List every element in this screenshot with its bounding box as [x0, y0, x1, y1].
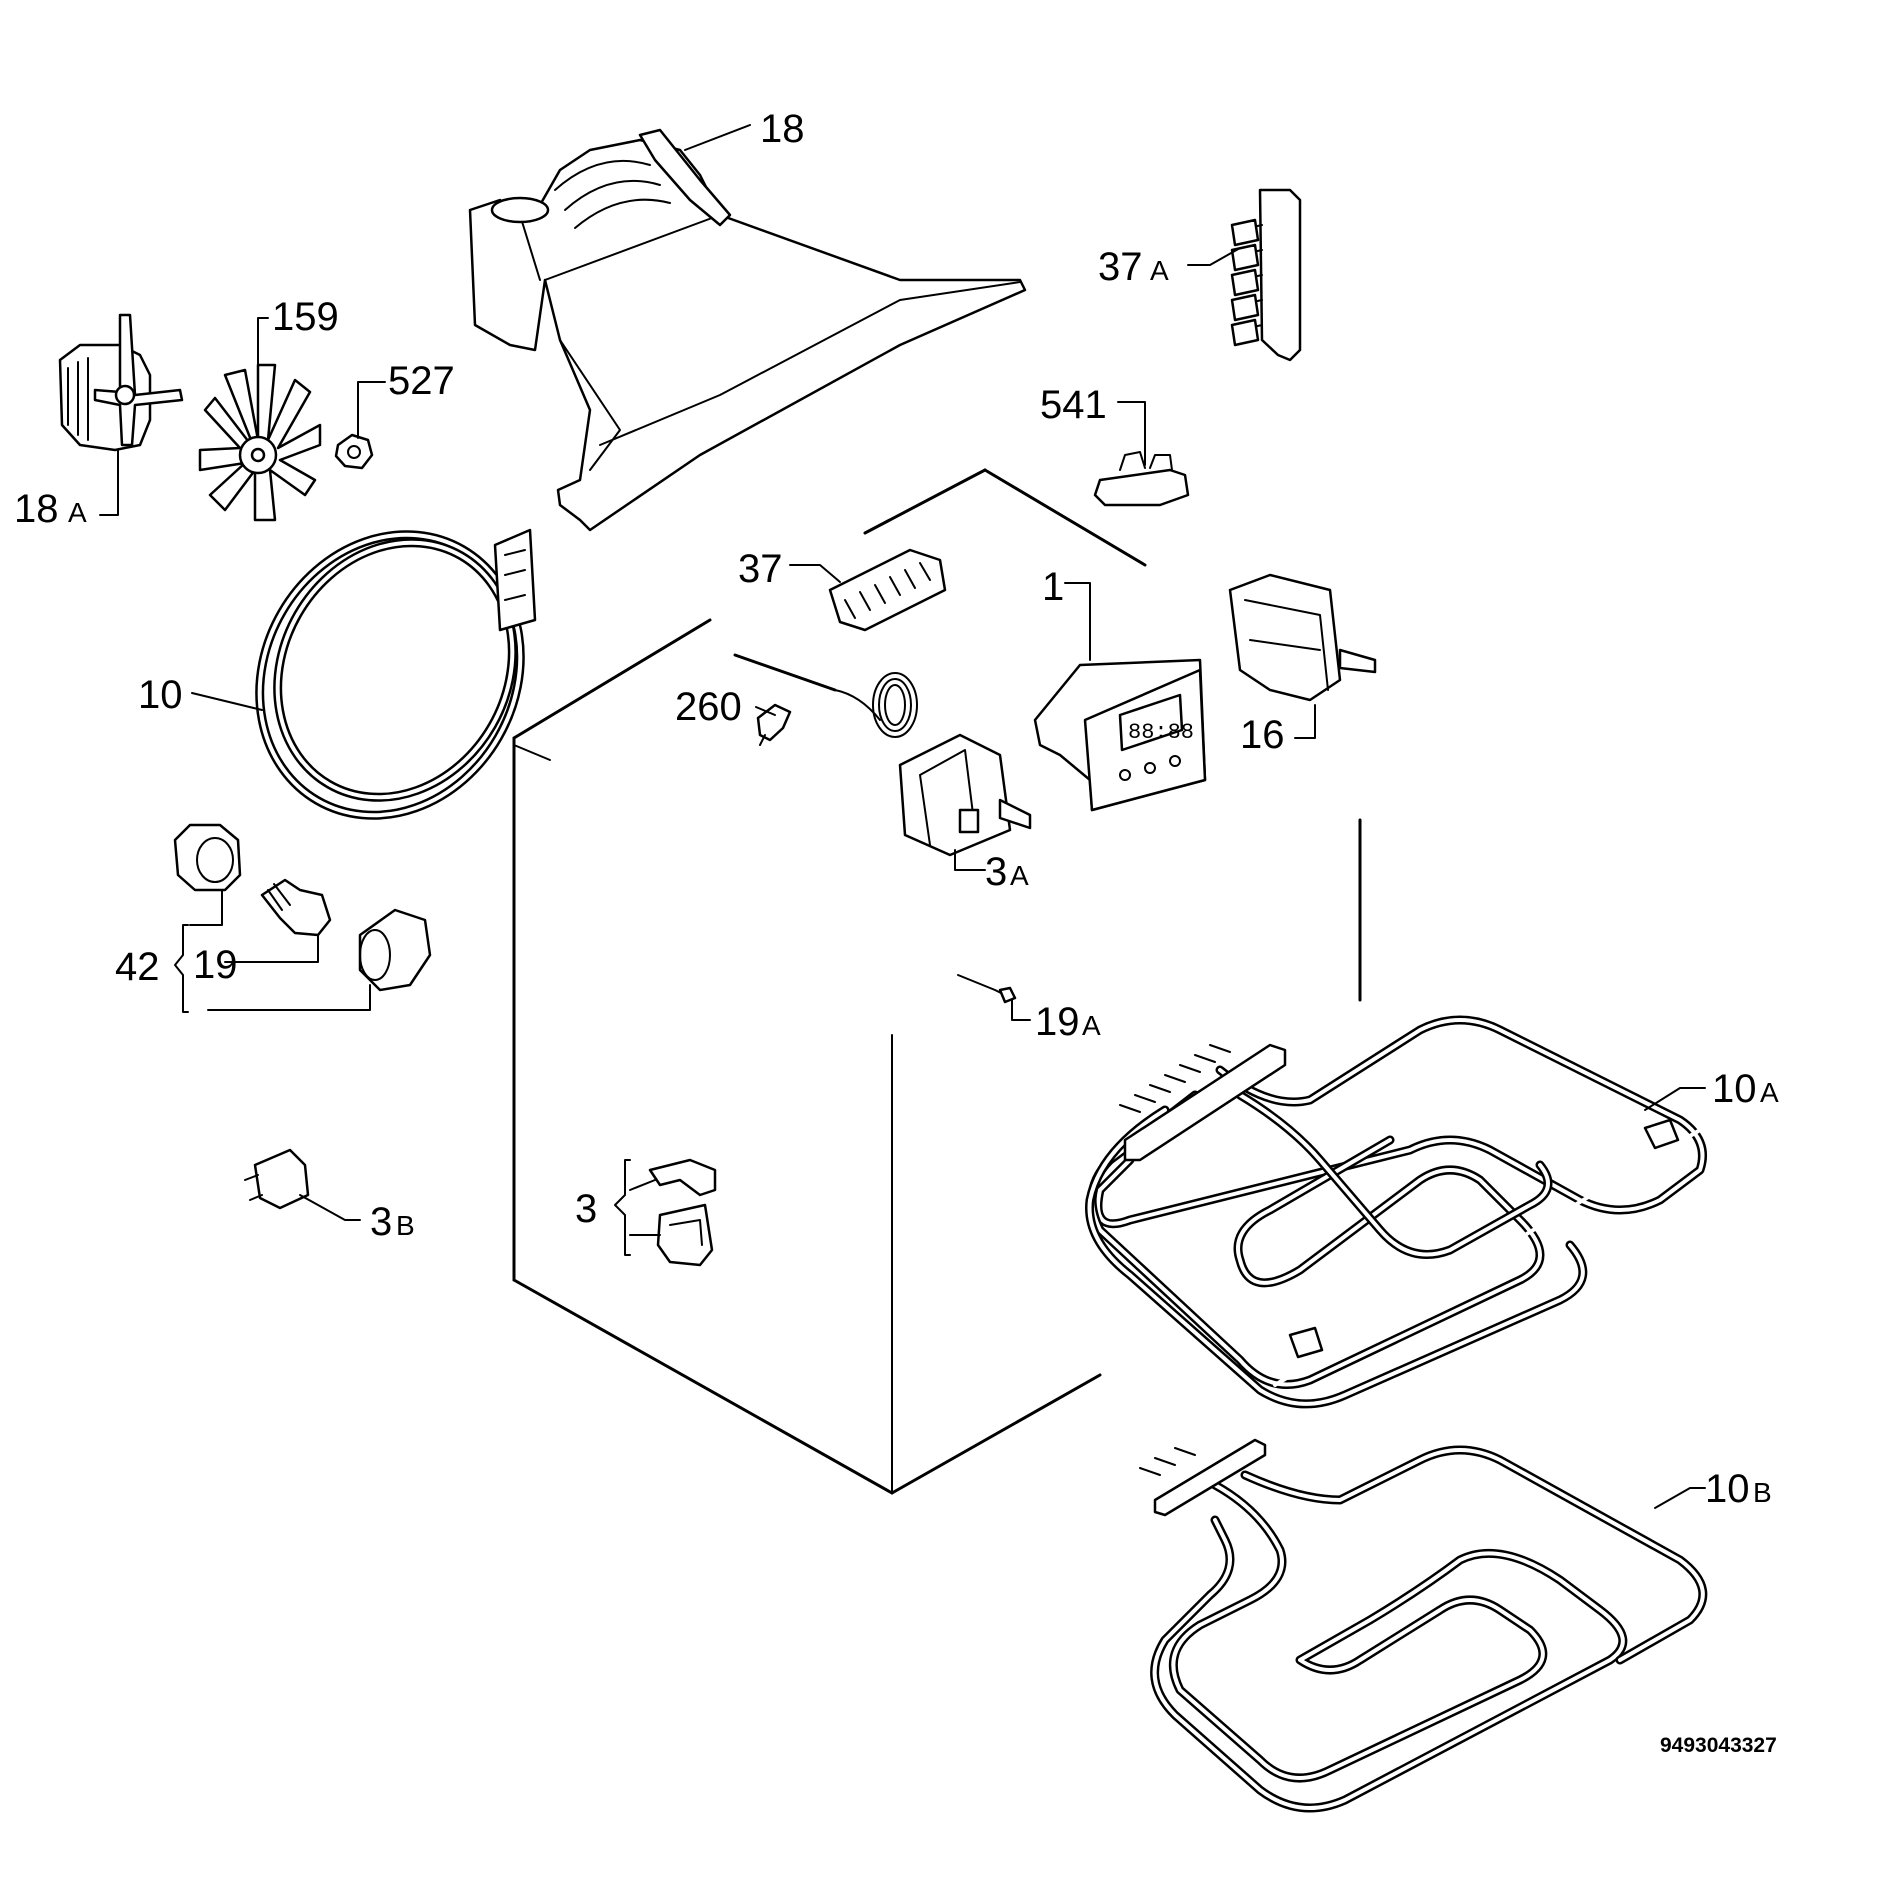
- drawing-number: 9493043327: [1660, 1734, 1777, 1757]
- leader-527: [357, 381, 386, 439]
- leader-42-holder: [189, 889, 223, 926]
- label-260: 260: [675, 685, 742, 729]
- label-18A-suffix: A: [68, 497, 87, 528]
- terminal-strip-37: [828, 548, 947, 632]
- leader-37A: [1187, 247, 1241, 266]
- label-10B-number: 10: [1705, 1467, 1750, 1511]
- label-527: 527: [388, 359, 455, 403]
- safety-thermostat: [244, 1148, 310, 1210]
- label-37: 37: [738, 547, 783, 591]
- label-10B-suffix: B: [1753, 1477, 1772, 1508]
- bracket-3: [614, 1159, 631, 1256]
- leader-541: [1117, 401, 1146, 466]
- leader-37: [789, 564, 841, 583]
- label-3B-number: 3: [370, 1200, 392, 1244]
- label-37A-number: 37: [1098, 245, 1143, 289]
- leader-18A: [99, 449, 119, 516]
- leader-10A: [1644, 1087, 1706, 1111]
- lamp-bulb: [260, 878, 332, 937]
- leader-3A: [954, 849, 986, 871]
- leader-3B: [299, 1194, 361, 1221]
- lamp-wire: [957, 974, 1017, 1004]
- connector-541: [1093, 451, 1190, 507]
- cooling-fan-duct: [468, 128, 1027, 532]
- leader-260: [755, 706, 776, 716]
- fan-motor: [58, 313, 184, 452]
- label-10A-suffix: A: [1760, 1077, 1779, 1108]
- label-159: 159: [272, 295, 339, 339]
- bracket-42: [174, 924, 189, 1013]
- electronic-timer: 88:88: [1033, 658, 1207, 812]
- label-10A-number: 10: [1712, 1067, 1757, 1111]
- selector-switch: [1228, 573, 1377, 702]
- label-19A-suffix: A: [1082, 1010, 1101, 1041]
- label-16: 16: [1240, 713, 1285, 757]
- bottom-heating-element: [1139, 1438, 1708, 1813]
- lamp-holder: [173, 823, 242, 892]
- label-3B-suffix: B: [396, 1210, 415, 1241]
- leader-42-cover: [207, 984, 371, 1011]
- label-3A-number: 3: [985, 850, 1007, 894]
- label-42: 42: [115, 945, 160, 989]
- leader-10: [191, 692, 263, 711]
- label-19A-number: 19: [1035, 1000, 1080, 1044]
- fan-blade: [198, 363, 322, 522]
- leader-10B: [1654, 1487, 1706, 1509]
- grill-heating-element: [1085, 1015, 1707, 1409]
- circular-heating-element: [255, 528, 537, 820]
- leader-19A: [1011, 999, 1031, 1021]
- leader-16: [1294, 704, 1316, 739]
- oven-cavity: [512, 468, 1362, 1495]
- leader-18: [684, 124, 751, 151]
- leader-1: [1064, 582, 1091, 661]
- label-3: 3: [575, 1187, 597, 1231]
- lamp-cover: [358, 908, 432, 992]
- label-1: 1: [1042, 565, 1064, 609]
- label-10: 10: [138, 673, 183, 717]
- terminal-block-37A: [1230, 188, 1302, 362]
- label-18: 18: [760, 107, 805, 151]
- label-541: 541: [1040, 383, 1107, 427]
- label-3A-suffix: A: [1010, 860, 1029, 891]
- label-19: 19: [193, 943, 238, 987]
- thermostat: [733, 653, 1032, 857]
- clamp-parts: [648, 1158, 717, 1267]
- label-37A-suffix: A: [1150, 255, 1169, 286]
- svg-text:88:88: 88:88: [1128, 720, 1194, 745]
- clip-260: [756, 703, 792, 746]
- leader-3-top: [629, 1179, 656, 1191]
- fan-nut: [334, 433, 374, 470]
- leader-19: [224, 934, 319, 963]
- label-18A-number: 18: [14, 487, 59, 531]
- leader-159: [257, 317, 269, 376]
